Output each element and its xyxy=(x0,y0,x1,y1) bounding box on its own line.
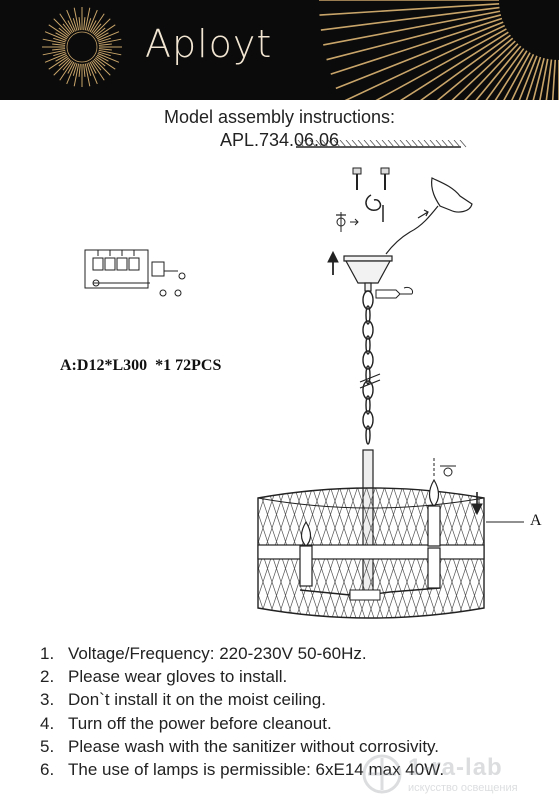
side-screw-icon xyxy=(375,287,413,299)
part-label-a: A xyxy=(530,512,542,529)
list-item: 1.Voltage/Frequency: 220-230V 50-60Hz. xyxy=(40,644,367,663)
list-item: 5.Please wash with the sanitizer without… xyxy=(40,736,440,756)
list-item: 3.Don`t install it on the moist ceiling. xyxy=(40,690,326,710)
brand-name: Aployt xyxy=(145,22,273,66)
assembly-drawing xyxy=(84,140,524,619)
chain-icon xyxy=(362,290,374,445)
phillips-screwdriver-icon xyxy=(336,212,359,232)
wiring-terminal-icon xyxy=(84,249,186,297)
list-item: 2.Please wear gloves to install. xyxy=(40,667,288,687)
watermark-subtext: искусство освещения xyxy=(408,782,518,794)
list-item: 6.The use of lamps is permissible: 6xE14… xyxy=(40,760,445,780)
list-item: 4.Turn off the power before cleanout. xyxy=(40,713,332,733)
gloved-hand-icon xyxy=(385,177,473,255)
watermark: 1-ra-lab искусство освещения xyxy=(360,752,559,800)
canopy-icon xyxy=(343,255,393,292)
candle-bulb-icon xyxy=(299,478,441,589)
page-title: Model assembly instructions: xyxy=(163,107,396,127)
chandelier-frame-icon xyxy=(257,487,485,619)
part-spec: A:D12*L300 *1 72PCS xyxy=(60,357,222,374)
watermark-logo-icon xyxy=(362,754,402,794)
watermark-text: 1-ra-lab xyxy=(408,754,503,781)
ceiling-mount-icon xyxy=(296,140,467,148)
screw-icon xyxy=(352,167,390,190)
brand-header: Aployt xyxy=(0,0,559,100)
model-number: APL.734.06.06 xyxy=(219,130,340,150)
hook-icon xyxy=(365,194,384,222)
instruction-list: 1.Voltage/Frequency: 220-230V 50-60Hz. 2… xyxy=(40,642,444,781)
up-arrow-icon xyxy=(327,250,339,275)
sunburst-logo-icon xyxy=(42,0,559,100)
